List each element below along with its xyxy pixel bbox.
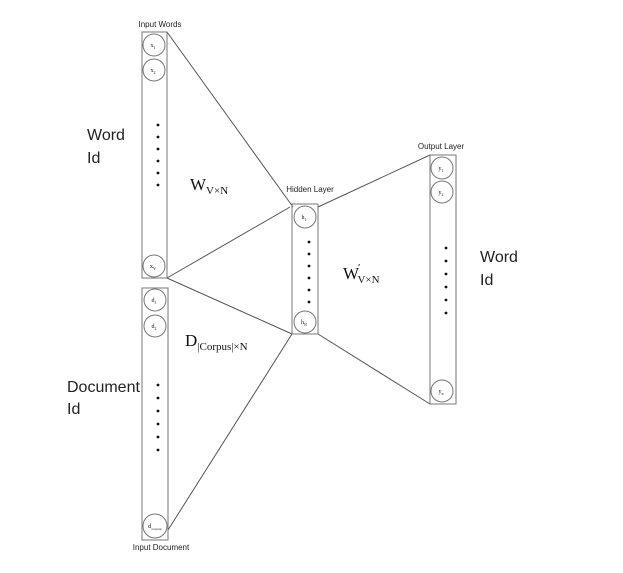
document-id-line2: Id [67,401,80,418]
output-layer-column: Output Layer y1 y2 yn [418,142,465,405]
conn-hidden-top-to-output [317,154,431,208]
input-doc-node-d1-label: d1 [152,298,157,305]
word-id-left-line2: Id [87,150,100,167]
input-document-column: d1 d2 d|corpus| Input Document [133,287,190,552]
hidden-layer-box [291,203,319,335]
hidden-layer-label: Hidden Layer [286,185,334,194]
output-layer-ellipsis [444,246,448,315]
conn-words-bottom-to-hidden-bottom [166,277,293,335]
input-doc-node-dcorpus [142,513,168,539]
input-word-node-x1 [142,33,166,57]
input-words-ellipsis [156,123,160,187]
conn-doc-bottom-to-hidden [167,333,293,531]
hidden-node-hn [293,310,317,334]
hidden-node-h1 [293,205,317,229]
output-layer-box [429,154,457,405]
output-node-y1-label: y1 [439,166,444,173]
input-words-box [141,31,168,279]
input-document-ellipsis [156,383,160,452]
output-node-yn-label: yn [439,389,444,396]
output-node-y2-label: y2 [439,190,444,197]
hidden-layer-column: Hidden Layer h1 hN [286,185,334,335]
document-id-line1: Document [67,379,140,396]
input-doc-node-d2-label: d2 [152,324,157,331]
input-doc-node-dcorpus-label: d|corpus| [148,524,162,531]
conn-words-bottom-to-hidden [166,206,291,279]
connection-lines [166,31,431,531]
input-doc-node-d2 [143,314,167,338]
hidden-node-hn-label: hN [301,320,307,327]
output-node-yn [430,379,454,403]
input-document-label: Input Document [133,543,190,552]
input-doc-node-d1 [143,288,167,312]
weight-w-label: WV×N [190,175,228,197]
input-word-node-xv [142,254,166,278]
input-word-node-x2 [142,58,166,82]
hidden-layer-ellipsis [307,240,311,304]
hidden-node-h1-label: h1 [302,215,307,222]
weight-d-label: D|Corpus|×N [185,331,248,353]
weight-wprime-label: W′V×N [343,262,380,286]
output-layer-label: Output Layer [418,142,465,151]
output-node-y1 [430,156,454,180]
word-id-left-line1: Word [87,127,125,144]
word-id-right-line2: Id [480,272,493,289]
conn-hidden-bottom-to-output [317,333,431,405]
word-id-right-line1: Word [480,249,518,266]
output-node-y2 [430,180,454,204]
input-word-node-x1-label: x1 [151,43,156,50]
input-word-node-x2-label: x2 [151,68,156,75]
input-words-label: Input Words [139,20,182,29]
input-words-column: Input Words x1 x2 xV [139,20,182,279]
conn-words-top-to-hidden [166,31,294,208]
input-word-node-xv-label: xV [150,264,156,271]
input-document-box [141,287,169,541]
